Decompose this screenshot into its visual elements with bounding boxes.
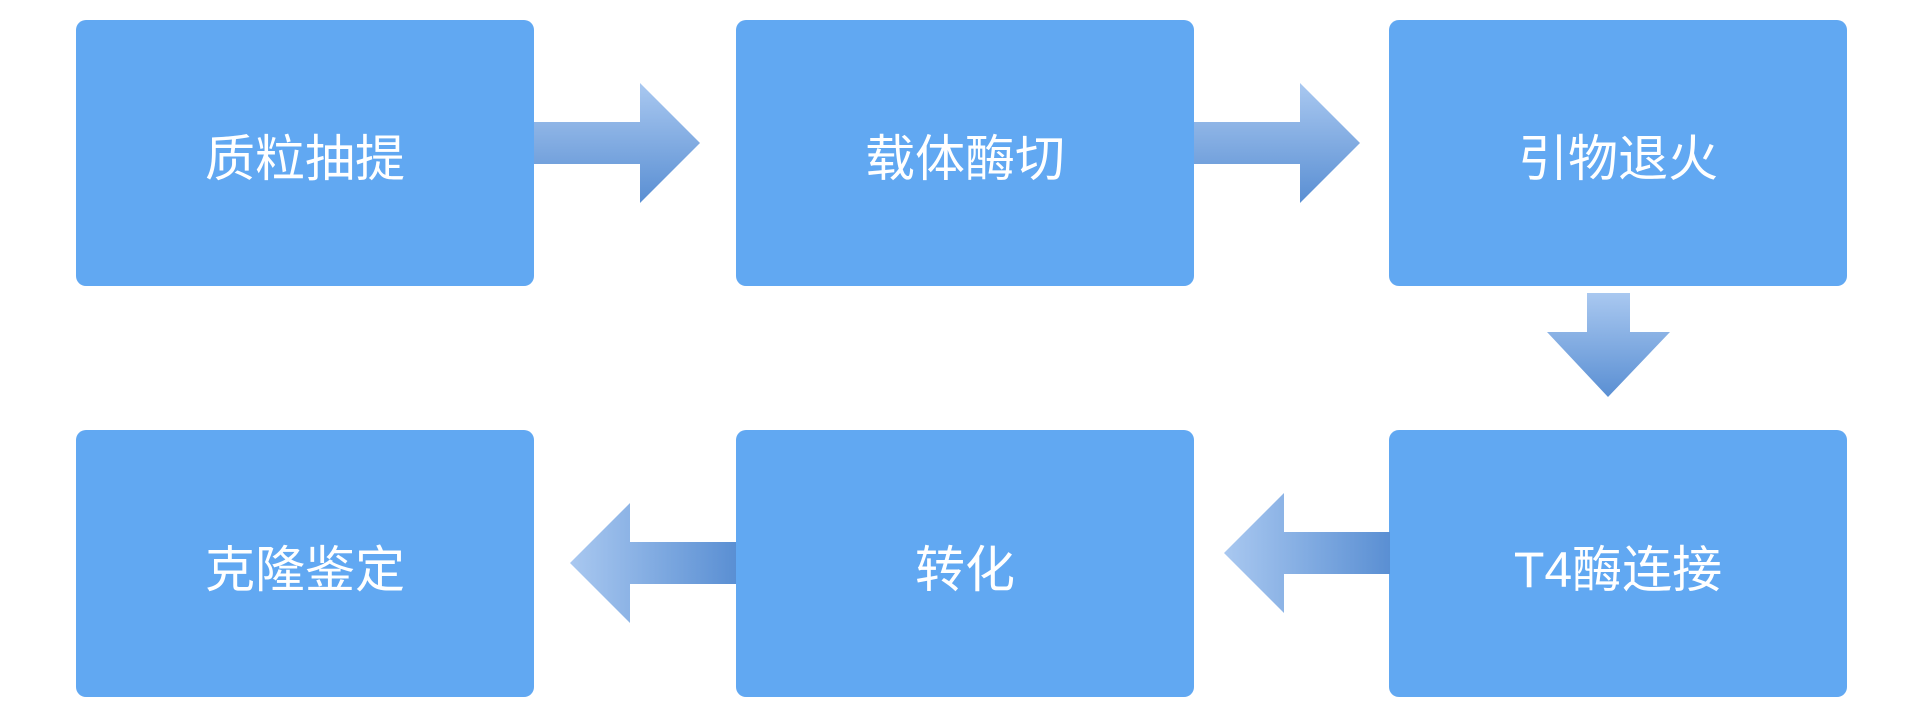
flow-arrow-left-icon — [1224, 493, 1390, 613]
flow-node-step-1: 质粒抽提 — [76, 20, 534, 286]
flow-arrow-right-icon — [1194, 83, 1360, 203]
flow-node-step-1-label: 质粒抽提 — [205, 131, 405, 187]
flow-node-step-3: 引物退火 — [1389, 20, 1847, 286]
flow-node-step-6-label: 克隆鉴定 — [205, 541, 405, 598]
flow-arrow-left-icon — [570, 503, 736, 623]
flow-node-step-2: 载体酶切 — [736, 20, 1194, 286]
flow-node-step-5: 转化 — [736, 430, 1194, 697]
flow-node-step-4: T4酶连接 — [1389, 430, 1847, 697]
flow-node-step-6: 克隆鉴定 — [76, 430, 534, 697]
flow-node-step-3-label: 引物退火 — [1518, 131, 1718, 187]
flow-node-step-2-label: 载体酶切 — [865, 131, 1065, 187]
flow-node-step-4-label: T4酶连接 — [1513, 541, 1723, 598]
flow-arrow-right-icon — [534, 83, 700, 203]
flow-node-step-5-label: 转化 — [915, 541, 1015, 598]
flow-arrow-down-icon — [1547, 293, 1670, 397]
